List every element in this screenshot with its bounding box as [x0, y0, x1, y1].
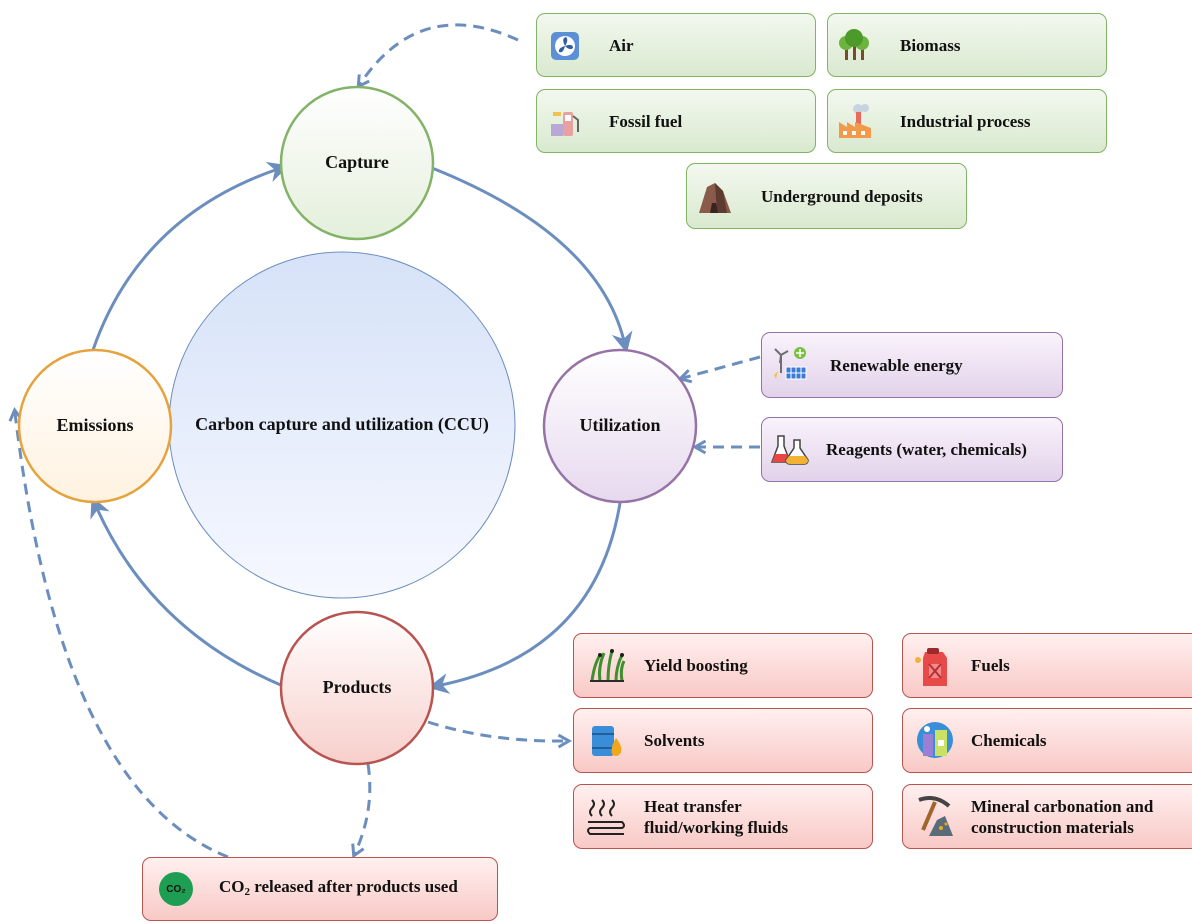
product-heat-transfer-box: Heat transfer fluid/working fluids: [573, 784, 873, 849]
pickaxe-icon: [918, 796, 953, 836]
product-mineral-carbonation-box: Mineral carbonation and construction mat…: [902, 784, 1192, 849]
product-yield-boosting-label: Yield boosting: [644, 656, 748, 675]
co2-release-text: released after products used: [254, 876, 458, 896]
co2-badge-icon: CO₂: [159, 872, 193, 906]
source-biomass-box: Biomass: [827, 13, 1107, 77]
release-to-emissions-dashed-arrow: [8, 407, 229, 859]
source-air-box: Air: [536, 13, 816, 77]
capture-label: Capture: [325, 152, 389, 172]
barrel-icon: [592, 726, 622, 756]
chemicals-icon: [917, 722, 953, 758]
product-solvents-label: Solvents: [644, 731, 705, 750]
heat-icon: [587, 799, 625, 835]
fuel-can-icon: [915, 648, 947, 686]
source-industrial-process-label: Industrial process: [900, 111, 1031, 131]
product-chemicals-box: Chemicals: [902, 708, 1192, 773]
product-mineral-carbonation-label: Mineral carbonation and construction mat…: [971, 796, 1153, 838]
products-to-solvents-dashed-arrow: [427, 720, 573, 749]
input-reagents-box: Reagents (water, chemicals): [761, 417, 1063, 482]
input-reagents-label: Reagents (water, chemicals): [826, 440, 1027, 459]
product-solvents-box: Solvents: [573, 708, 873, 773]
product-yield-boosting-box: Yield boosting: [573, 633, 873, 698]
fan-icon: [551, 32, 579, 60]
product-mineral-carbonation-line2: construction materials: [971, 817, 1134, 837]
trees-icon: [839, 29, 869, 60]
flask-icon: [770, 435, 809, 465]
co2-subscript: 2: [244, 885, 251, 898]
product-chemicals-label: Chemicals: [971, 731, 1047, 750]
products-to-release-dashed-arrow: [351, 763, 372, 859]
product-heat-transfer-line1: Heat transfer: [644, 796, 742, 816]
products-node: [279, 610, 435, 766]
co2-badge-text: CO₂: [166, 883, 186, 895]
source-fossil-fuel-label: Fossil fuel: [609, 111, 683, 131]
utilization-node: [542, 348, 698, 504]
rock-icon: [699, 183, 731, 213]
source-underground-deposits-label: Underground deposits: [761, 186, 923, 206]
products-to-emissions-arrow: [90, 496, 284, 688]
product-heat-transfer-label: Heat transfer fluid/working fluids: [644, 796, 788, 838]
source-air-label: Air: [609, 35, 634, 55]
co2-release-label: CO2 released after products used: [219, 876, 458, 903]
product-fuels-label: Fuels: [971, 656, 1010, 675]
source-industrial-process-box: Industrial process: [827, 89, 1107, 153]
utilization-label: Utilization: [579, 415, 661, 435]
product-fuels-box: Fuels: [902, 633, 1192, 698]
factory-icon: [839, 104, 871, 138]
fuel-pump-icon: [551, 112, 579, 136]
source-underground-deposits-box: Underground deposits: [686, 163, 967, 229]
source-biomass-label: Biomass: [900, 35, 961, 55]
co2-prefix: CO: [219, 876, 245, 896]
center-title: Carbon capture and utilization (CCU): [195, 414, 489, 434]
source-fossil-fuel-box: Fossil fuel: [536, 89, 816, 153]
renewable-to-utilization-dashed-arrow: [677, 355, 761, 384]
emissions-to-capture-arrow: [91, 162, 289, 351]
utilization-to-products-arrow: [427, 502, 622, 694]
input-renewable-energy-label: Renewable energy: [830, 355, 963, 375]
input-renewable-energy-box: Renewable energy: [761, 332, 1063, 398]
emissions-node: [17, 348, 173, 504]
plant-icon: [590, 649, 626, 682]
co2-release-box: CO₂ CO2 released after products used: [142, 857, 498, 921]
capture-node: [279, 85, 435, 241]
products-label: Products: [322, 677, 392, 697]
sources-to-capture-dashed-arrow: [356, 23, 519, 89]
capture-to-utilization-arrow: [431, 166, 633, 354]
product-mineral-carbonation-line1: Mineral carbonation and: [971, 796, 1154, 816]
product-heat-transfer-line2: fluid/working fluids: [644, 817, 789, 837]
emissions-label: Emissions: [56, 415, 134, 435]
solar-wind-icon: [774, 347, 807, 380]
